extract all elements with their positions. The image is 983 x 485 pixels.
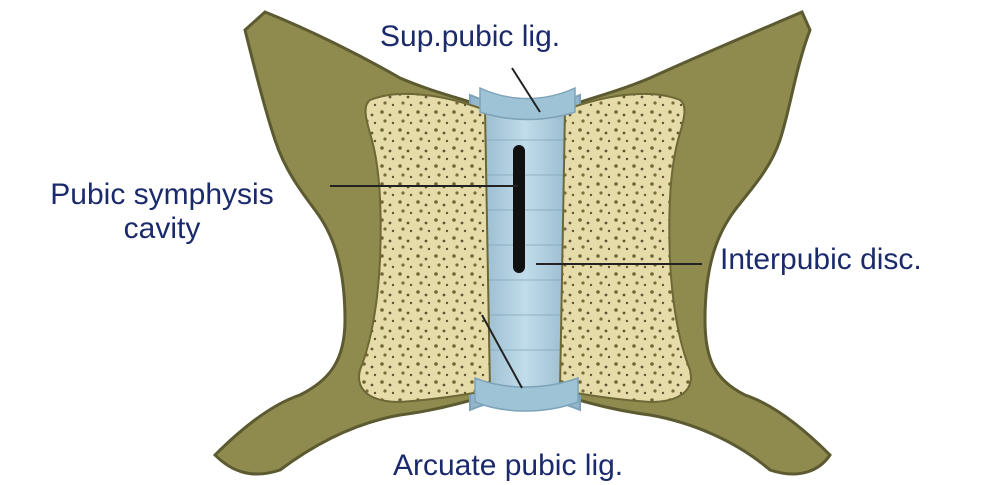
symphysis-cavity [513, 145, 525, 273]
cavity-label-line1: Pubic symphysis [22, 178, 302, 212]
cavity-label-line2: cavity [22, 212, 302, 246]
superior-pubic-ligament-label: Sup.pubic lig. [380, 20, 560, 54]
interpubic-disc-label: Interpubic disc. [720, 243, 922, 277]
pubic-symphysis-cavity-label: Pubic symphysis cavity [22, 178, 302, 246]
arcuate-pubic-ligament-label: Arcuate pubic lig. [393, 449, 623, 483]
